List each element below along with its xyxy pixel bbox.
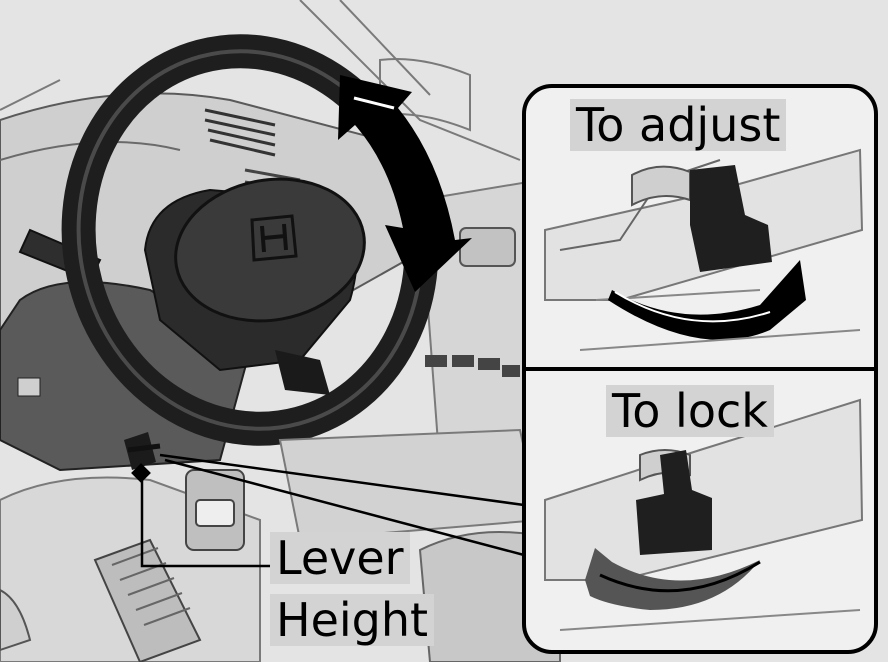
to-adjust-label: To adjust bbox=[570, 99, 787, 151]
lever-pointer-marker bbox=[131, 463, 151, 483]
lever-label: Lever bbox=[270, 532, 410, 584]
lever-released bbox=[690, 165, 772, 272]
callout-lines bbox=[159, 453, 525, 557]
window-switches bbox=[425, 355, 520, 377]
height-label: Height bbox=[270, 594, 435, 646]
steering-wheel bbox=[61, 34, 439, 446]
lever-locked bbox=[636, 450, 712, 555]
lever-pointer-line bbox=[140, 480, 272, 568]
lock-detail bbox=[544, 398, 864, 631]
height-lever bbox=[124, 432, 161, 470]
to-lock-label: To lock bbox=[606, 385, 774, 437]
center-console-knob bbox=[185, 469, 245, 551]
brand-logo bbox=[250, 214, 298, 262]
down-arrow bbox=[608, 260, 806, 340]
up-arrow bbox=[585, 548, 760, 610]
adjust-detail bbox=[544, 148, 864, 351]
air-vent bbox=[204, 108, 276, 157]
tilt-adjust-arrow bbox=[338, 75, 472, 292]
